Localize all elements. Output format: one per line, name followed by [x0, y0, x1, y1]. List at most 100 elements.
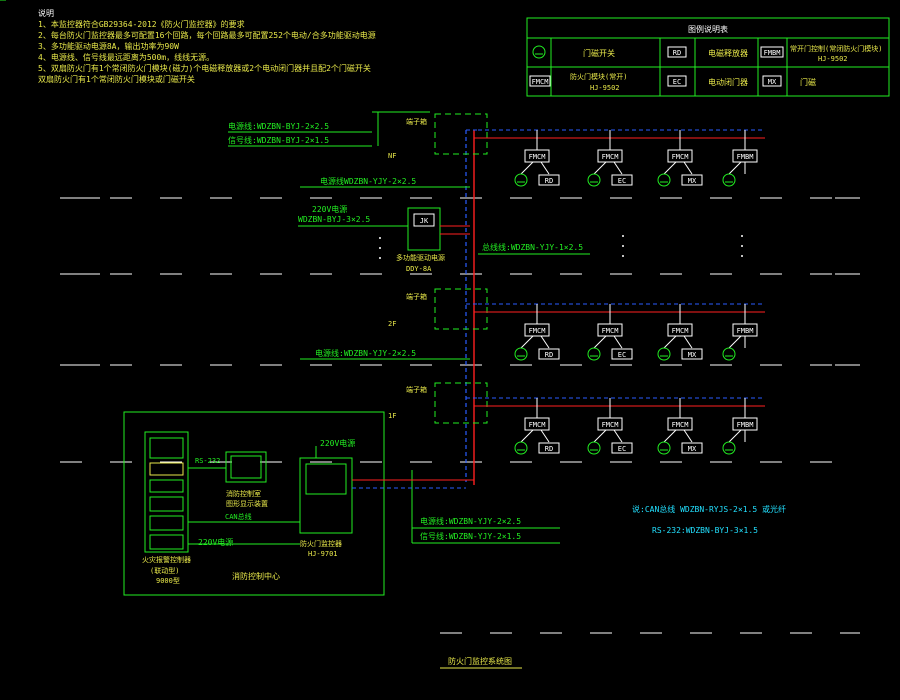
terminal-box-2f [434, 288, 488, 330]
contact-wire [728, 429, 742, 443]
legend-label-rd: 电磁释放器 [708, 48, 748, 58]
terminal-box-top [434, 113, 488, 155]
cc-room-name: 消防控制中心 [232, 571, 280, 581]
device-ec [611, 348, 633, 360]
can-bus-note: 说:CAN总线 WDZBN-RYJS-2×1.5 或光纤 [632, 504, 786, 514]
door-contact-icon [657, 347, 671, 361]
floor-lines-short [60, 197, 860, 366]
device-fmcm [524, 417, 550, 431]
device-rd-label: RD [545, 445, 553, 453]
note-line-4: 4、电源线、信号线最远距离为500m，线线无源。 [38, 53, 215, 62]
svg-text:RD: RD [673, 49, 681, 57]
door-contact-icon [722, 347, 736, 361]
cc-fire-door-ctrl: 防火门监控器 [300, 539, 342, 548]
cable-signal-top: 信号线:WDZBN-BYJ-2×1.5 [228, 135, 329, 145]
legend-door-contact-icon [532, 45, 546, 59]
cc-can-line: CAN总线 [225, 512, 252, 521]
device-fmcm-label: FMCM [529, 421, 546, 429]
cc-monitor-terminal2: 图形显示装置 [226, 499, 268, 508]
device-fmcm-label: FMCM [672, 421, 689, 429]
contact-wire [520, 161, 534, 175]
svg-text:FMCM: FMCM [532, 78, 549, 86]
terminal-box-label-top: 端子箱 [406, 117, 427, 126]
note-line-3: 3、多功能驱动电源8A，输出功率为90W [38, 42, 179, 51]
legend-sub-fmcm: HJ-9502 [590, 84, 620, 92]
sub-wire [613, 335, 623, 349]
door-contact-icon [657, 441, 671, 455]
door-contact-icon [722, 441, 736, 455]
device-fmcm-label: FMCM [602, 327, 619, 335]
legend-label-fmbm: 常开门控制(常闭防火门模块) [790, 44, 882, 53]
device-rd-label: RD [545, 351, 553, 359]
device-mx [681, 348, 703, 360]
rs232-note: RS-232:WDZBN-BYJ-3×1.5 [652, 526, 758, 535]
legend-label-mx: 门磁 [800, 77, 816, 87]
device-ec-label: EC [618, 445, 626, 453]
floor-label-1f: 1F [388, 412, 396, 420]
door-contact-icon [587, 347, 601, 361]
contact-wire [663, 429, 677, 443]
cc-power-right: 220V电源 [320, 438, 355, 448]
device-mx-label: MX [688, 177, 697, 185]
terminal-box-1f [434, 382, 488, 424]
svg-text:FMBM: FMBM [764, 49, 781, 57]
cable-bus-line: 总线线:WDZBN-YJY-1×2.5 [482, 242, 583, 252]
device-fmcm [524, 149, 550, 163]
cable-signal-bottom: 信号线:WDZBN-YJY-2×1.5 [420, 531, 521, 541]
device-ec [611, 174, 633, 186]
cable-power-bottom: 电源线:WDZBN-YJY-2×2.5 [420, 516, 521, 526]
door-contact-icon [514, 441, 528, 455]
legend-label-door-contact: 门磁开关 [583, 48, 615, 58]
device-fmcm [597, 149, 623, 163]
legend-mx-icon: MX [762, 75, 782, 87]
device-fmcm [667, 323, 693, 337]
device-fmcm-label: FMCM [529, 153, 546, 161]
device-rd [538, 348, 560, 360]
device-rd [538, 442, 560, 454]
contact-wire [728, 335, 742, 349]
power-unit-model: DDY-8A [406, 265, 432, 273]
device-fmcm [667, 417, 693, 431]
device-mx [681, 442, 703, 454]
device-fmcm-label: FMCM [672, 153, 689, 161]
device-fmcm-label: FMCM [602, 421, 619, 429]
sub-wire [540, 161, 550, 175]
mid-dots [379, 235, 743, 259]
device-ec [611, 442, 633, 454]
note-line-2: 2、每台防火门监控器最多可配置16个回路，每个回路最多可配置252个电动/合多功… [38, 31, 376, 40]
device-rows: FMCM RD FMCM EC FMCM MX FMBM FMCM RD FMCM EC FMCM MX… [466, 129, 765, 455]
device-fmcm-label: FMCM [602, 153, 619, 161]
terminal-box-label-1f: 端子箱 [406, 385, 427, 394]
legend-ec-icon: EC [667, 75, 687, 87]
device-ec-label: EC [618, 177, 626, 185]
contact-wire [520, 429, 534, 443]
cable-power-3f: 电源线WDZBN-YJY-2×2.5 [320, 176, 416, 186]
device-fmcm-label: FMCM [529, 327, 546, 335]
contact-wire [728, 161, 742, 175]
floor-label-2f: 2F [388, 320, 396, 328]
sub-wire [683, 161, 693, 175]
bottom-feed-lines [411, 470, 560, 544]
device-fmbm-label: FMBM [737, 327, 754, 335]
cc-monitor-terminal: 消防控制室 [226, 489, 261, 498]
note-line-5: 5、双扇防火门有1个常闭防火门模块(磁力)个电磁释放器或2个电动闭门器并且配2个… [38, 64, 371, 73]
cc-alarm-model: 9000型 [156, 576, 180, 585]
device-rd-label: RD [545, 177, 553, 185]
contact-wire [593, 335, 607, 349]
device-mx-label: MX [688, 445, 697, 453]
sub-wire [683, 335, 693, 349]
legend-sub-fmbm: HJ-9502 [818, 55, 848, 63]
device-fmcm [597, 323, 623, 337]
device-mx-label: MX [688, 351, 697, 359]
device-fmbm-label: FMBM [737, 421, 754, 429]
contact-wire [663, 335, 677, 349]
device-ec-label: EC [618, 351, 626, 359]
device-fmcm [524, 323, 550, 337]
sub-wire [613, 429, 623, 443]
legend-title: 图例说明表 [688, 24, 728, 34]
floor-lines [60, 197, 860, 634]
cable-220v-top: 220V电源 [312, 204, 347, 214]
note-line-1: 1、本监控器符合GB29364-2012《防火门监控器》的要求 [38, 20, 245, 29]
floor-label-top: NF [388, 152, 396, 160]
